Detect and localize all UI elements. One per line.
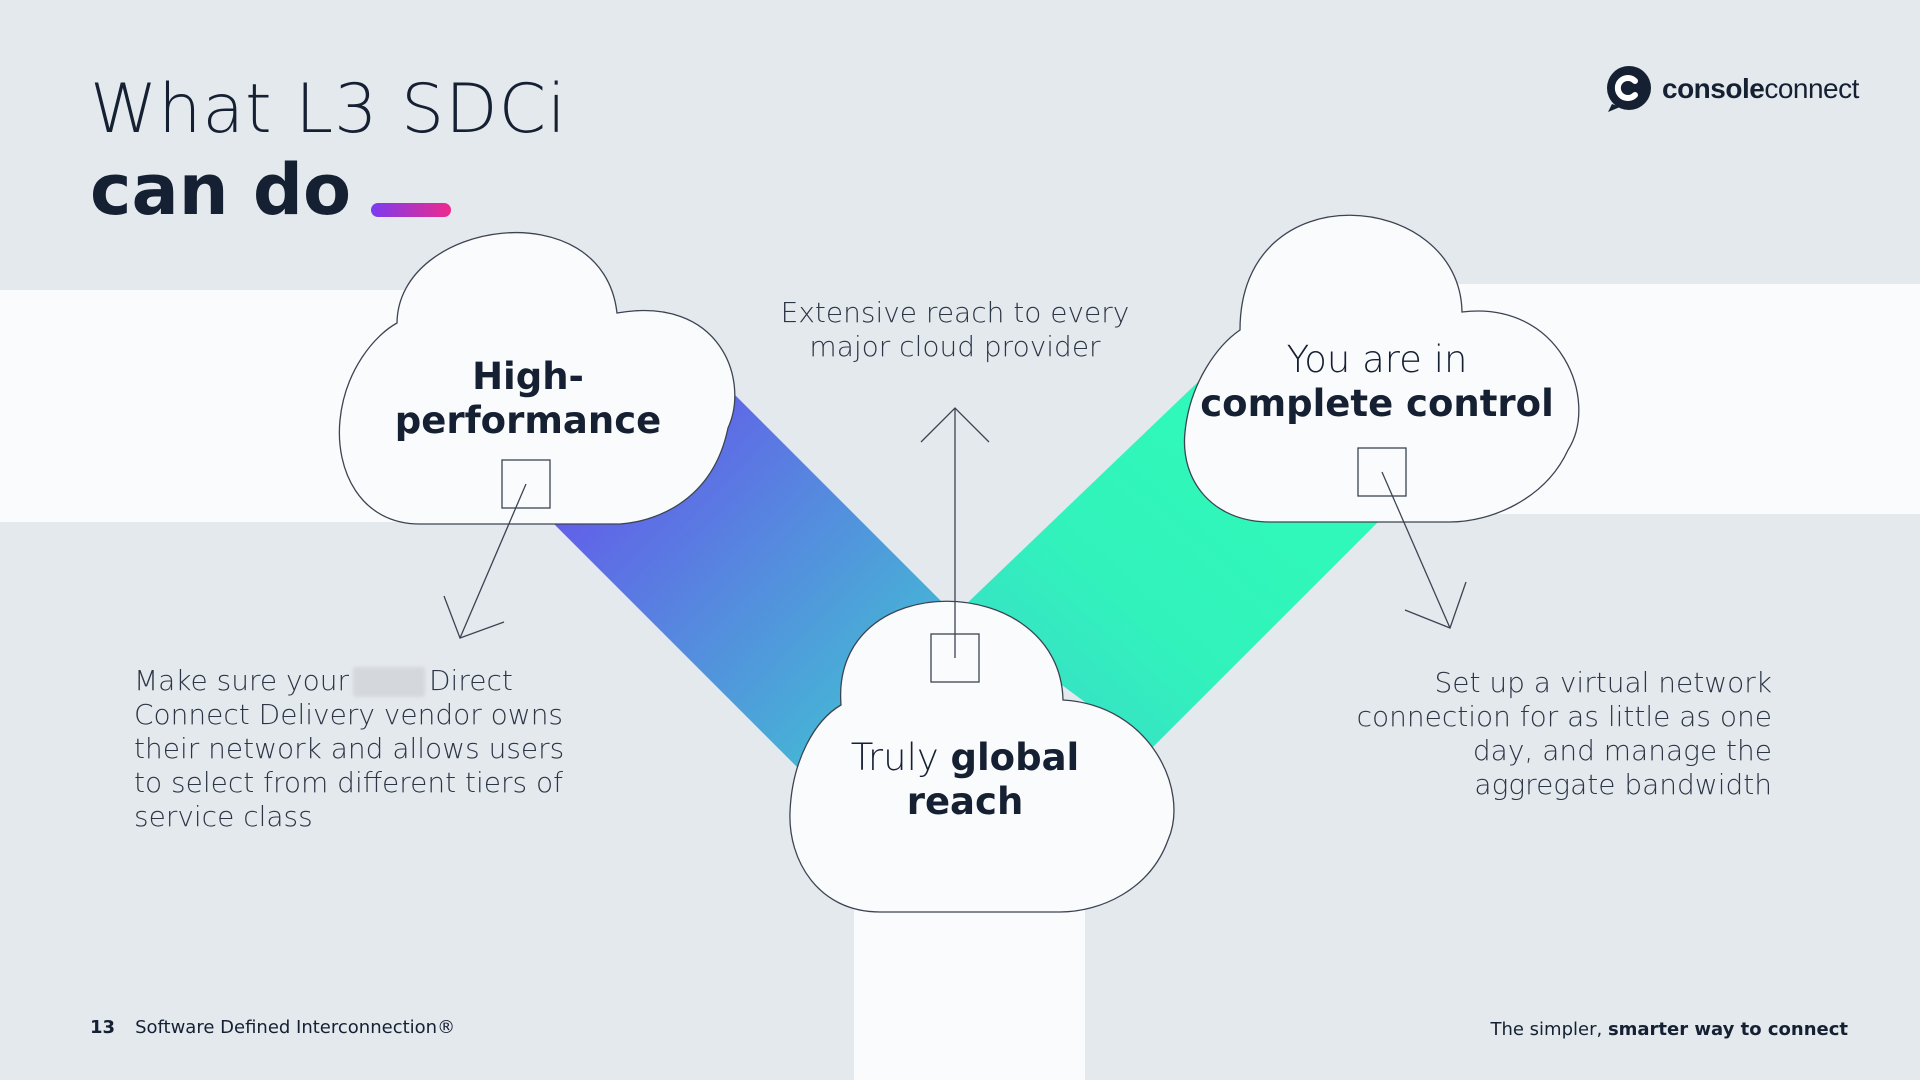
description-complete-control: Set up a virtual network connection for …: [1356, 666, 1772, 801]
cloud-label-high-performance: High- performance: [394, 355, 662, 442]
footer-tagline: The simpler, smarter way to connect: [1490, 1019, 1848, 1040]
console-connect-logo: consoleconnect: [1604, 64, 1859, 114]
console-connect-logo-icon: [1607, 66, 1651, 112]
title-accent-dash: [371, 202, 452, 217]
cloud-label-global-reach: Truly global reach: [850, 736, 1080, 823]
logo-wordmark: consoleconnect: [1662, 73, 1859, 104]
description-extensive-reach: Extensive reach to every major cloud pro…: [780, 296, 1130, 363]
cloud-complete-control: [1183, 214, 1580, 523]
arrow-high-to-left: [443, 483, 527, 639]
background-band-bottom: [854, 905, 1085, 1080]
arrow-control-to-right: [1381, 471, 1467, 629]
title-line-1: What L3 SDCi: [90, 70, 567, 149]
slide-title: What L3 SDCi can do: [90, 70, 567, 249]
footer-left: 13 Software Defined Interconnection®: [90, 1017, 455, 1038]
anchor-square-high: [501, 459, 551, 509]
footer-section: Software Defined Interconnection®: [135, 1017, 456, 1038]
arrow-global-to-top: [920, 407, 990, 658]
anchor-square-control: [1357, 447, 1407, 497]
cloud-high-performance: [338, 232, 736, 525]
title-line-2: can do: [90, 149, 352, 231]
page-number: 13: [90, 1017, 116, 1038]
cloud-global-reach: [789, 600, 1175, 913]
redacted-text: [352, 667, 425, 697]
cloud-label-complete-control: You are in complete control: [1200, 338, 1554, 425]
